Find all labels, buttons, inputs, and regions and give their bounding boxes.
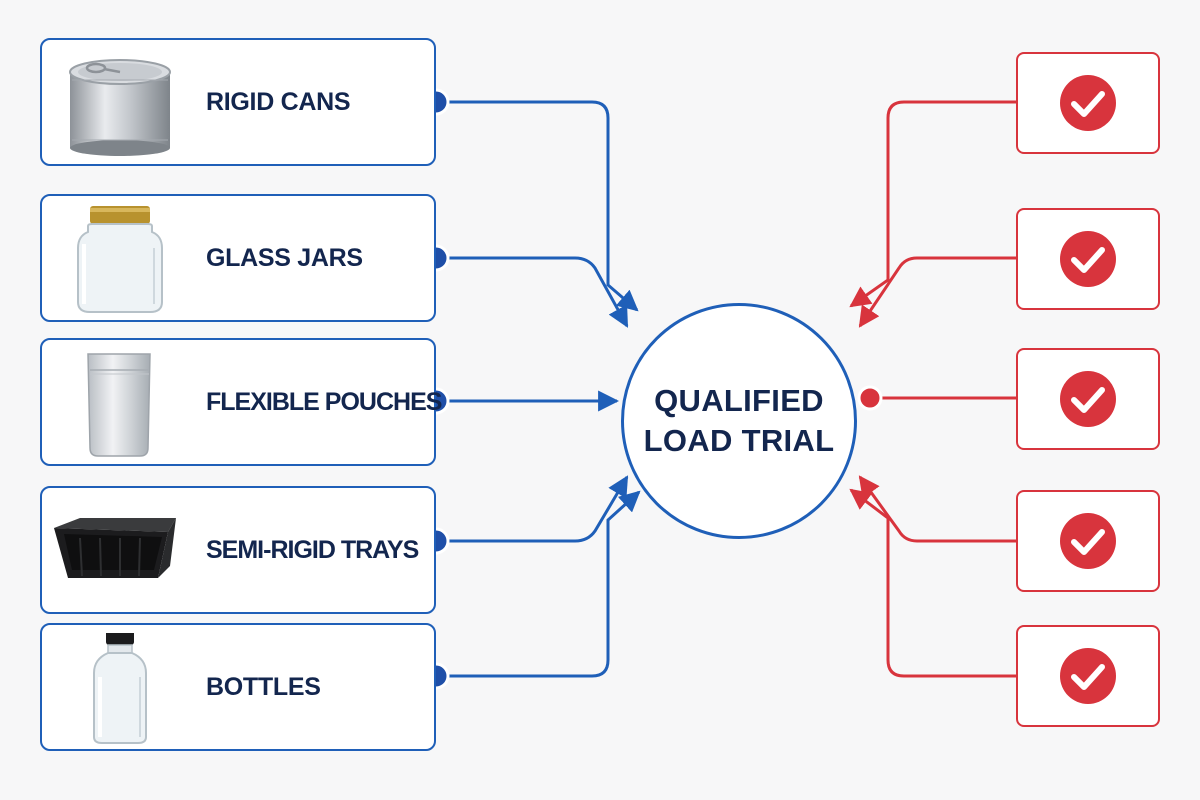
result-check-box xyxy=(1016,208,1160,310)
source-label: FLEXIBLE POUCHES xyxy=(206,387,442,416)
result-check-box xyxy=(1016,348,1160,450)
connector-bottles xyxy=(447,490,641,678)
connector-semi-rigid-trays xyxy=(447,475,629,543)
source-card-semi-rigid-trays: SEMI-RIGID TRAYS xyxy=(40,486,436,614)
connector-result-1 xyxy=(849,100,1016,308)
source-label: SEMI-RIGID TRAYS xyxy=(206,535,419,564)
hub-output-dot xyxy=(857,385,883,411)
result-check-box xyxy=(1016,52,1160,154)
check-circle-icon xyxy=(1060,648,1116,704)
connector-result-4 xyxy=(858,475,1016,543)
hub-title: QUALIFIED LOAD TRIAL xyxy=(643,383,835,458)
source-card-glass-jars: GLASS JARS xyxy=(40,194,436,322)
foil-pouch-icon xyxy=(60,348,180,460)
check-circle-icon xyxy=(1060,75,1116,131)
check-circle-icon xyxy=(1060,513,1116,569)
source-card-rigid-cans: RIGID CANS xyxy=(40,38,436,166)
connector-rigid-cans xyxy=(447,100,639,312)
source-label: BOTTLES xyxy=(206,672,321,701)
result-check-box xyxy=(1016,490,1160,592)
result-check-box xyxy=(1016,625,1160,727)
check-circle-icon xyxy=(1060,231,1116,287)
qualified-load-trial-hub: QUALIFIED LOAD TRIAL xyxy=(621,303,857,539)
glass-jar-icon xyxy=(60,204,180,316)
plastic-tray-icon xyxy=(50,496,176,608)
bottle-icon xyxy=(60,625,180,745)
check-circle-icon xyxy=(1060,371,1116,427)
source-label: GLASS JARS xyxy=(206,243,363,272)
connector-result-5 xyxy=(849,488,1016,678)
connector-result-2 xyxy=(858,256,1016,328)
source-card-bottles: BOTTLES xyxy=(40,623,436,751)
connector-glass-jars xyxy=(447,256,629,328)
source-card-flexible-pouches: FLEXIBLE POUCHES xyxy=(40,338,442,466)
source-label: RIGID CANS xyxy=(206,87,351,116)
tin-can-icon xyxy=(60,48,180,160)
